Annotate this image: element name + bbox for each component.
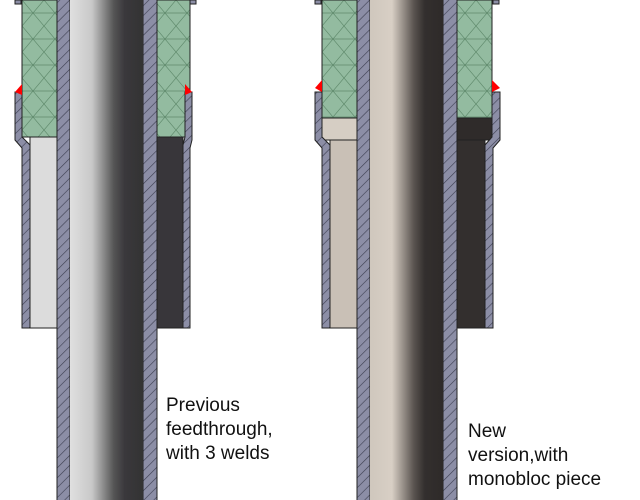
inner-tube-left <box>356 0 371 500</box>
flange-left <box>14 0 22 5</box>
outer-sleeve-left <box>14 91 31 329</box>
outer-sleeve-right <box>484 91 501 329</box>
insulator-right <box>456 0 493 119</box>
previous-feedthrough <box>14 0 197 500</box>
outer-sleeve-left <box>314 91 331 329</box>
conductor-rod <box>370 0 443 500</box>
weld-left <box>315 80 322 92</box>
inner-tube-left <box>56 0 71 500</box>
insulator-left <box>321 0 358 119</box>
weld-left <box>15 84 22 95</box>
flange-right <box>492 0 500 5</box>
flange-left <box>314 0 322 5</box>
caption-previous: Previous feedthrough, with 3 welds <box>166 395 273 464</box>
insulator-left <box>21 0 58 138</box>
dark-gap <box>456 139 486 329</box>
dark-gap <box>156 136 184 329</box>
flange-right <box>189 0 197 5</box>
monobloc-right <box>456 117 493 141</box>
conductor-rod <box>70 0 143 500</box>
weld-right <box>185 84 192 95</box>
light-gap <box>29 136 58 329</box>
inner-tube-right <box>142 0 158 500</box>
light-gap <box>329 139 358 329</box>
monobloc-left <box>321 117 358 141</box>
caption-new: New version,with monobloc piece <box>468 421 602 490</box>
weld-right <box>492 80 500 92</box>
outer-sleeve-right <box>182 91 193 329</box>
inner-tube-right <box>442 0 458 500</box>
new-feedthrough <box>314 0 501 500</box>
